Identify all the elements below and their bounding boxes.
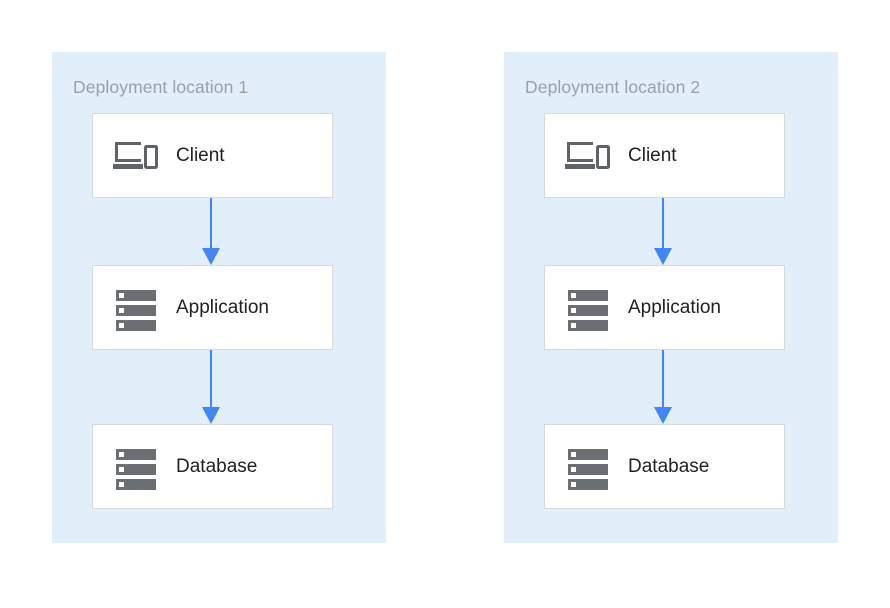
server-bar xyxy=(568,478,608,490)
deployment-location-title-1: Deployment location 1 xyxy=(73,77,249,97)
node-client-2[interactable]: Client xyxy=(544,113,785,198)
devices-icon xyxy=(113,133,159,179)
deployment-location-title-2: Deployment location 2 xyxy=(525,77,701,97)
server-bar xyxy=(116,304,156,316)
arrow-head-icon xyxy=(654,248,672,265)
server-bar xyxy=(568,448,608,460)
node-database-2[interactable]: Database xyxy=(544,424,785,509)
arrow-shaft xyxy=(210,350,212,407)
arrow-application-to-database-1 xyxy=(202,350,220,424)
node-application-1[interactable]: Application xyxy=(92,265,333,350)
laptop-base-shape xyxy=(565,163,595,169)
node-label-client-2: Client xyxy=(628,144,677,166)
laptop-base-shape xyxy=(113,163,143,169)
server-bar xyxy=(568,304,608,316)
server-icon xyxy=(565,444,611,490)
phone-shape xyxy=(596,144,610,169)
node-client-1[interactable]: Client xyxy=(92,113,333,198)
server-icon xyxy=(565,285,611,331)
arrow-shaft xyxy=(662,350,664,407)
server-icon xyxy=(113,444,159,490)
server-bar xyxy=(116,448,156,460)
server-bar xyxy=(568,289,608,301)
deployment-location-panel-2: Deployment location 2 Client xyxy=(504,52,838,543)
laptop-screen-shape xyxy=(115,141,141,162)
laptop-screen-shape xyxy=(567,141,593,162)
server-bar xyxy=(116,319,156,331)
phone-shape xyxy=(144,144,158,169)
server-bar xyxy=(568,319,608,331)
node-label-application-2: Application xyxy=(628,296,721,318)
arrow-client-to-application-2 xyxy=(654,198,672,265)
node-label-database-2: Database xyxy=(628,455,710,477)
node-application-2[interactable]: Application xyxy=(544,265,785,350)
deployment-location-panel-1: Deployment location 1 Client xyxy=(52,52,386,543)
server-bar xyxy=(568,463,608,475)
server-bar xyxy=(116,463,156,475)
server-icon xyxy=(113,285,159,331)
arrow-head-icon xyxy=(202,407,220,424)
devices-icon xyxy=(565,133,611,179)
arrow-head-icon xyxy=(202,248,220,265)
node-database-1[interactable]: Database xyxy=(92,424,333,509)
server-bar xyxy=(116,289,156,301)
arrow-client-to-application-1 xyxy=(202,198,220,265)
arrow-shaft xyxy=(662,198,664,248)
node-label-client-1: Client xyxy=(176,144,225,166)
arrow-shaft xyxy=(210,198,212,248)
arrow-application-to-database-2 xyxy=(654,350,672,424)
server-bar xyxy=(116,478,156,490)
node-label-database-1: Database xyxy=(176,455,258,477)
node-label-application-1: Application xyxy=(176,296,269,318)
arrow-head-icon xyxy=(654,407,672,424)
